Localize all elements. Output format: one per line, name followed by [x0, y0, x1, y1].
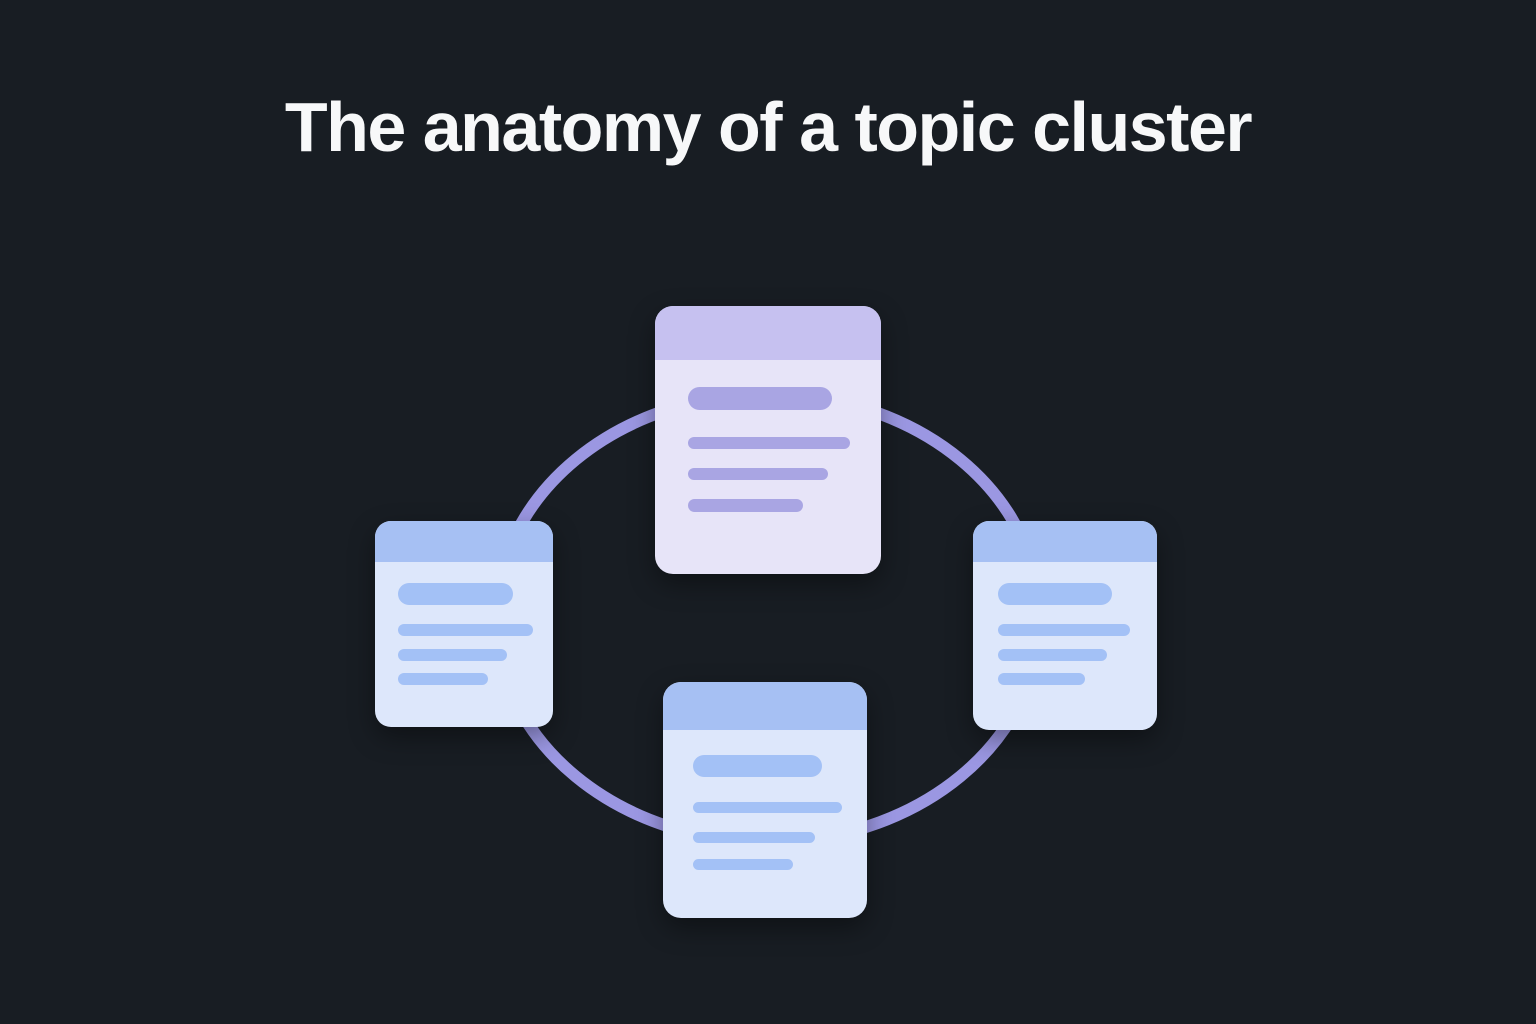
- text-line-placeholder: [693, 832, 815, 843]
- text-line-placeholder: [693, 859, 793, 870]
- text-line-placeholder: [688, 437, 850, 449]
- text-line-placeholder: [693, 755, 822, 777]
- text-line-placeholder: [688, 387, 832, 410]
- text-line-placeholder: [693, 802, 842, 813]
- text-line-placeholder: [398, 673, 488, 685]
- cluster-card-header-band: [973, 521, 1157, 562]
- pillar-page-card: [655, 306, 881, 574]
- cluster-card-header-band: [375, 521, 553, 562]
- cluster-card-header-band: [663, 682, 867, 730]
- pillar-card-header-band: [655, 306, 881, 360]
- text-line-placeholder: [688, 468, 828, 480]
- text-line-placeholder: [398, 649, 507, 661]
- cluster-page-card-right: [973, 521, 1157, 730]
- page-title: The anatomy of a topic cluster: [284, 88, 1253, 166]
- text-line-placeholder: [998, 673, 1085, 685]
- text-line-placeholder: [998, 624, 1130, 636]
- text-line-placeholder: [398, 583, 513, 605]
- text-line-placeholder: [398, 624, 533, 636]
- text-line-placeholder: [998, 649, 1107, 661]
- text-line-placeholder: [688, 499, 803, 512]
- cluster-page-card-left: [375, 521, 553, 727]
- text-line-placeholder: [998, 583, 1112, 605]
- cluster-page-card-bottom: [663, 682, 867, 918]
